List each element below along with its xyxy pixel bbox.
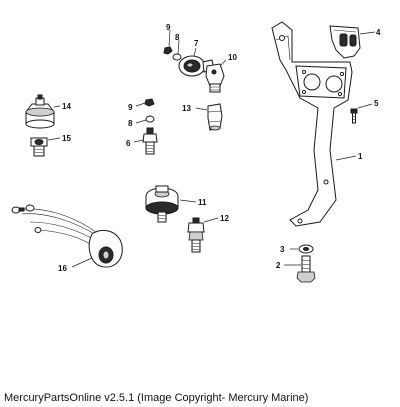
- callout-14: 14: [62, 102, 71, 111]
- part-9-nut-mid: [144, 98, 155, 107]
- callout-4: 4: [376, 28, 381, 37]
- part-8-washer-top: [172, 53, 182, 61]
- part-4-clip: [329, 25, 361, 59]
- callout-7: 7: [194, 39, 199, 48]
- callout-8-mid: 8: [128, 119, 133, 128]
- callout-10: 10: [228, 53, 237, 62]
- callout-12: 12: [220, 214, 229, 223]
- callout-13: 13: [182, 104, 191, 113]
- copyright-footer: MercuryPartsOnline v2.5.1 (Image Copyrig…: [4, 392, 309, 404]
- parts-diagram: 1 4 5 3 2 9 8: [11, 21, 381, 283]
- part-16-harness: [11, 204, 123, 268]
- callout-15: 15: [62, 134, 71, 143]
- part-6-temp-sender: [142, 127, 158, 155]
- part-2-bolt: [296, 255, 316, 283]
- callout-5: 5: [374, 99, 379, 108]
- callout-1: 1: [358, 152, 363, 161]
- part-13-adapter: [207, 103, 223, 131]
- callout-3: 3: [280, 245, 285, 254]
- callout-16: 16: [58, 264, 67, 273]
- callout-2: 2: [276, 261, 281, 270]
- part-5-screw: [350, 108, 358, 124]
- callout-11: 11: [198, 198, 207, 207]
- part-15-fitting: [30, 137, 48, 157]
- part-10-elbow: [205, 63, 225, 93]
- part-1-bracket: [271, 21, 353, 227]
- callout-9-top: 9: [166, 23, 171, 32]
- part-14-switch: [25, 94, 55, 129]
- part-3-washer: [298, 244, 314, 254]
- callout-6: 6: [126, 139, 131, 148]
- part-9-nut-top: [163, 46, 173, 55]
- part-8-washer-mid: [145, 115, 155, 123]
- callout-8-top: 8: [175, 33, 180, 42]
- callout-9-mid: 9: [128, 103, 133, 112]
- part-12-switch: [187, 217, 205, 253]
- part-11-sender: [145, 185, 179, 223]
